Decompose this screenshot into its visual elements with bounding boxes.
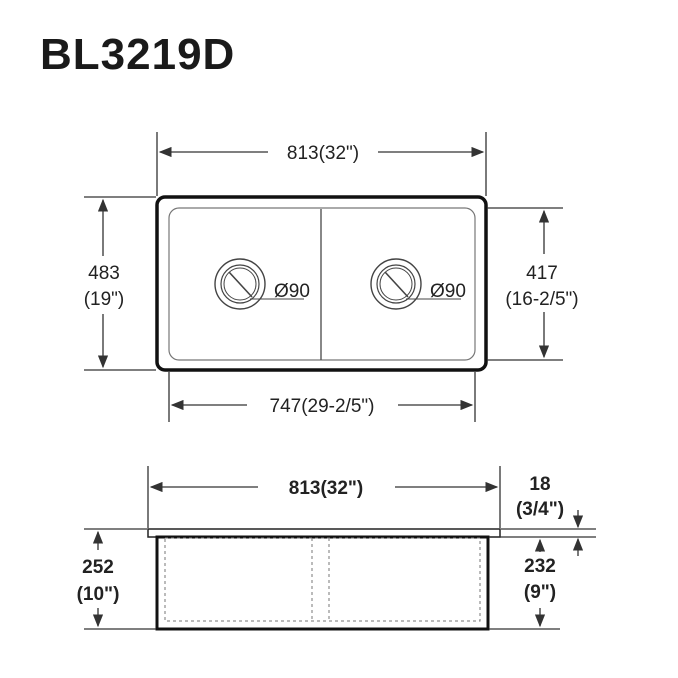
inner-width-label: 747(29-2/5") bbox=[270, 396, 375, 417]
flange-mm-label: 18 bbox=[529, 474, 550, 495]
drain-right bbox=[370, 258, 461, 310]
drain-left-label: Ø90 bbox=[274, 281, 310, 302]
front-view: 813(32") 252 (10") 18 (3/4") 232 (9") bbox=[77, 466, 596, 631]
height-in-label: (19") bbox=[84, 289, 125, 310]
inner-height-mm-label: 417 bbox=[526, 263, 558, 284]
total-height-in-label: (10") bbox=[77, 584, 120, 605]
front-width-label: 813(32") bbox=[289, 478, 364, 499]
drain-right-label: Ø90 bbox=[430, 281, 466, 302]
top-width-label: 813(32") bbox=[287, 143, 359, 164]
sink-outer-outline bbox=[155, 195, 488, 372]
top-view: Ø90 Ø90 813(32") 483 (19") 417 (16-2/5") bbox=[84, 132, 579, 422]
total-height-mm-label: 252 bbox=[82, 557, 114, 578]
inner-height-in-label: (16-2/5") bbox=[505, 289, 578, 310]
flange-in-label: (3/4") bbox=[516, 499, 564, 520]
height-mm-label: 483 bbox=[88, 263, 120, 284]
drain-left bbox=[214, 258, 304, 310]
bowl-depth-mm-label: 232 bbox=[524, 556, 556, 577]
sink-body bbox=[155, 535, 490, 631]
model-title: BL3219D bbox=[40, 30, 236, 79]
bowl-inner-outline bbox=[168, 207, 476, 361]
bowl-depth-in-label: (9") bbox=[524, 582, 556, 603]
